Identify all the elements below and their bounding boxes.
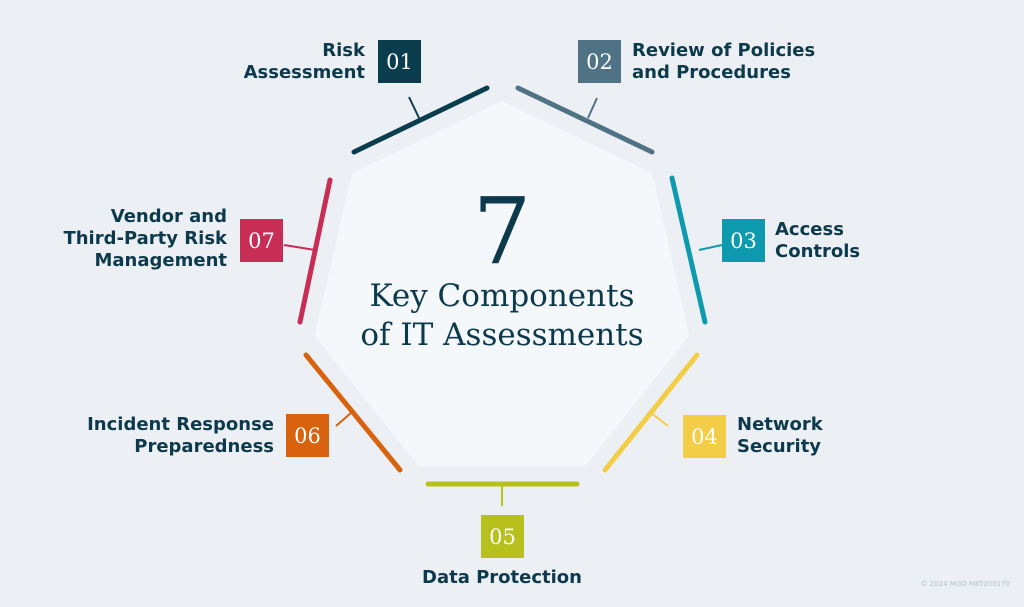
badge-07: 07: [240, 219, 283, 262]
connector-06: [335, 411, 353, 427]
segment-02: [515, 85, 655, 155]
connector-01: [408, 96, 420, 119]
segment-06: [303, 352, 403, 473]
title-number: 7: [472, 178, 532, 285]
label-data-protection: Data Protection: [422, 567, 582, 588]
badge-03: 03: [722, 219, 765, 262]
copyright: © 2024 MGO MKT000170: [920, 580, 1010, 588]
badge-01: 01: [378, 40, 421, 83]
connector-04: [649, 411, 669, 427]
badge-02: 02: [578, 40, 621, 83]
title-line1: Key Components: [369, 278, 635, 314]
connector-07: [283, 244, 316, 251]
badge-05: 05: [481, 515, 524, 558]
badge-06: 06: [286, 414, 329, 457]
segment-01: [351, 85, 490, 155]
segment-03: [669, 175, 708, 325]
segment-07: [297, 177, 333, 325]
title-line2: of IT Assessments: [360, 317, 644, 353]
connector-02: [587, 97, 598, 119]
inner-heptagon: [314, 101, 690, 466]
badge-04: 04: [683, 415, 726, 458]
connector-03: [698, 244, 723, 251]
